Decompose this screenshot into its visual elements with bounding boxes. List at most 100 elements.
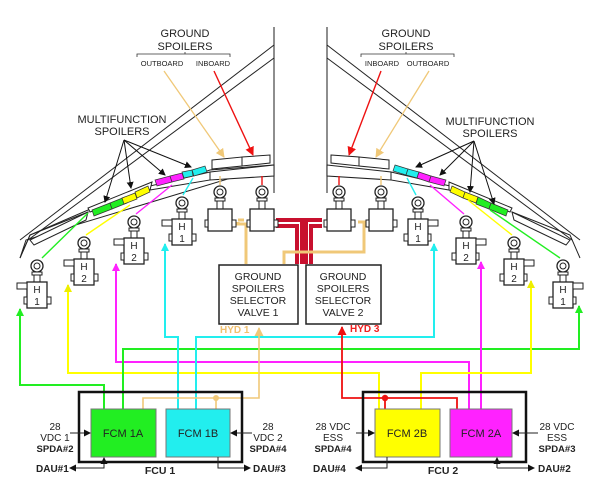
right-ground-spoilers-brace	[360, 52, 455, 57]
rod-end-hole	[414, 199, 422, 207]
actuator-body	[455, 237, 477, 265]
rod	[510, 251, 518, 260]
actuator-link	[135, 184, 173, 215]
actuator-lug	[392, 219, 398, 228]
fcm-2a-label: FCM 2A	[461, 428, 502, 440]
right-multifunction-title-2: SPOILERS	[462, 128, 517, 140]
actuator-lug	[168, 233, 173, 242]
fcm-1a[interactable]	[90, 408, 157, 458]
fcu2-power-left-1: 28 VDC	[315, 422, 350, 433]
ground-spoiler-actuator-right-inboard	[323, 176, 356, 232]
hyd1-label: HYD 1	[220, 325, 250, 336]
actuator-left-4: H1	[161, 177, 197, 246]
actuator-lug	[46, 296, 52, 305]
actuator-lug	[204, 219, 209, 228]
actuator-link	[406, 177, 417, 196]
rod-end-hole	[377, 188, 385, 196]
fcu1-power-left-1: 28	[49, 422, 61, 433]
left-wing	[19, 44, 275, 259]
actuator-right-2: H2	[429, 184, 487, 265]
right-multifunction-title-1: MULTIFUNCTION	[445, 116, 534, 128]
actuator-label-top: H	[414, 222, 421, 233]
fcu2-power-right-2: ESS	[547, 433, 567, 444]
valve-1-line-3: SELECTOR	[230, 295, 287, 307]
fcm-1b[interactable]	[165, 408, 231, 458]
ground-spoiler-actuator-left-outboard	[204, 176, 237, 232]
actuator-body	[26, 281, 48, 309]
dau3-link	[217, 457, 251, 472]
left-ground-spoilers-brace	[136, 52, 231, 57]
left-multifunction-spoilers	[91, 165, 208, 217]
actuator-lug	[120, 252, 125, 261]
fcu2-spda-left: SPDA#4	[315, 444, 353, 455]
actuator-right-4: H1	[489, 209, 584, 309]
electrical-port	[427, 219, 439, 227]
rod-end-hole	[33, 262, 41, 270]
left-ground-spoiler-inboard	[241, 154, 271, 167]
dau1-label: DAU#1	[36, 464, 69, 475]
fcm-2a[interactable]	[449, 408, 513, 458]
left-multifunction-title-2: SPOILERS	[94, 126, 149, 138]
actuator-lug	[143, 252, 149, 261]
actuator-right-1: H1	[403, 177, 439, 246]
right-ground-spoiler-inboard	[330, 154, 360, 167]
ground-spoiler-actuator-right-outboard	[365, 176, 398, 232]
left-inboard-label: INBOARD	[196, 59, 231, 68]
actuator-label-top: H	[559, 285, 566, 296]
rod-end-hole	[216, 188, 224, 196]
actuator-lug	[427, 233, 432, 242]
signal-lines	[16, 243, 583, 410]
right-multifunction-spoilers	[392, 164, 509, 217]
rod-end-hole	[510, 239, 518, 247]
left-inboard-pointer	[213, 70, 254, 156]
valve-2-line-4: VALVE 2	[322, 307, 363, 319]
actuator-link	[182, 177, 194, 196]
right-multifunction-pointers	[415, 140, 496, 205]
actuator-lug	[23, 296, 28, 305]
rod-end-hole	[178, 199, 186, 207]
electrical-port	[16, 282, 28, 290]
electrical-port	[161, 219, 173, 227]
rod	[216, 200, 224, 210]
selector-valve-1	[218, 264, 299, 325]
actuator-label-top: H	[80, 262, 87, 273]
rod-end-hole	[258, 188, 266, 196]
actuator-body	[407, 218, 429, 246]
right-ground-spoilers-title-1: GROUND	[382, 28, 431, 40]
actuator-link	[467, 199, 513, 236]
actuator-lug	[273, 219, 279, 228]
hyd3-label: HYD 3	[350, 324, 380, 335]
actuator-left-1: H1	[16, 212, 89, 309]
fcm-1b-label: FCM 1B	[178, 428, 218, 440]
right-inboard-pointer	[347, 70, 382, 156]
actuator-left-2: H2	[63, 204, 131, 286]
right-outboard-pointer	[375, 70, 430, 158]
right-ground-spoilers-title-2: SPOILERS	[378, 41, 433, 53]
left-multifunction-pointers	[103, 139, 192, 203]
fcu2-power-right-1: 28 VDC	[539, 422, 574, 433]
dau4-label: DAU#4	[313, 464, 346, 475]
actuator-label-top: H	[33, 285, 40, 296]
fcu2-spda-right: SPDA#3	[539, 444, 576, 455]
actuator-label-bottom: 1	[415, 234, 421, 245]
fcm-2b[interactable]	[374, 408, 441, 458]
actuator-lug	[548, 296, 554, 305]
actuator-body	[249, 208, 275, 232]
actuator-lug	[475, 252, 480, 261]
valve-2-line-1: GROUND	[320, 271, 367, 283]
left-ground-spoiler-outboard	[211, 156, 243, 170]
rod	[178, 211, 186, 220]
hyd1-pipes	[236, 218, 366, 264]
actuator-label-top: H	[510, 262, 517, 273]
valve-2-line-2: SPOILERS	[317, 283, 370, 295]
fcu-2-box	[361, 390, 528, 464]
actuator-label-bottom: 2	[463, 253, 469, 264]
ground-spoiler-actuator-left-inboard	[246, 176, 279, 232]
valve-1-line-2: SPOILERS	[232, 283, 285, 295]
actuator-label-bottom: 1	[34, 297, 40, 308]
actuator-link	[429, 184, 465, 215]
actuator-lug	[403, 233, 409, 242]
rod-end-hole	[462, 218, 470, 226]
left-multifunction-title-1: MULTIFUNCTION	[77, 114, 166, 126]
selector-valve-2	[305, 264, 382, 325]
